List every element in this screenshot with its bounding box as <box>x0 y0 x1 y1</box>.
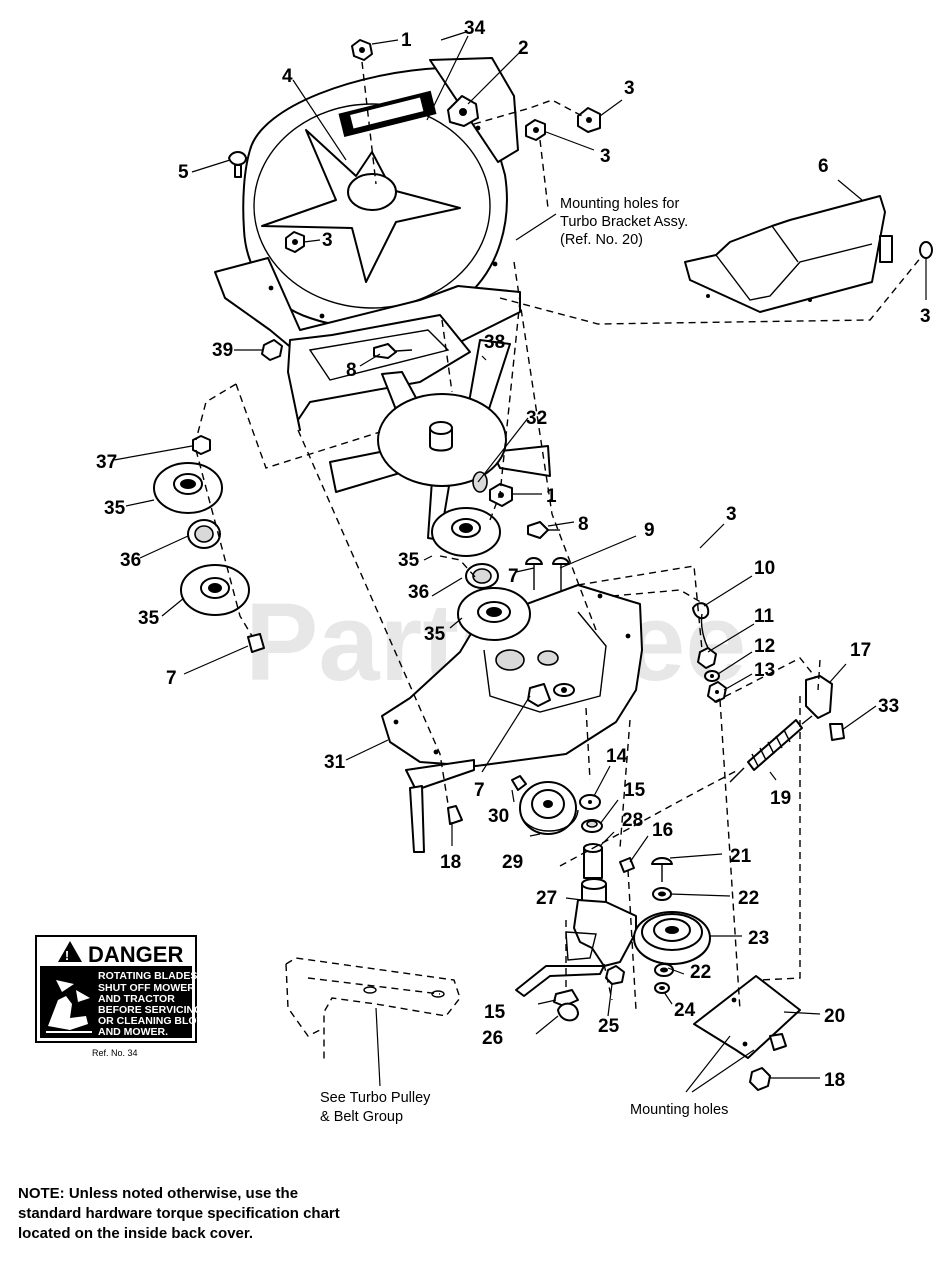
mounting-plate <box>381 584 643 853</box>
callout-7: 7 <box>166 668 177 689</box>
callout-3: 3 <box>600 146 611 167</box>
callout-3: 3 <box>920 306 931 327</box>
callout-39: 39 <box>212 340 233 361</box>
callout-25: 25 <box>598 1016 620 1037</box>
callout-26: 26 <box>482 1028 503 1049</box>
svg-text:!: ! <box>65 948 69 963</box>
diagram-notes: Mounting holes for Turbo Bracket Assy. (… <box>320 196 728 1125</box>
callout-14: 14 <box>606 746 628 767</box>
callout-18: 18 <box>824 1070 845 1091</box>
leader-lines <box>113 31 927 1093</box>
note-turbo-pulley-2: & Belt Group <box>320 1109 403 1125</box>
warning-triangle-icon <box>58 941 82 962</box>
idler-pulley-group <box>519 781 635 917</box>
left-bearing-group <box>153 435 265 653</box>
danger-line-1: ROTATING BLADES <box>98 970 197 982</box>
callout-10: 10 <box>754 558 775 579</box>
danger-line-4: BEFORE SERVICING <box>98 1004 202 1016</box>
callout-1: 1 <box>546 486 557 507</box>
impeller <box>329 339 551 541</box>
callout-2: 2 <box>518 38 529 59</box>
callout-34: 34 <box>464 18 486 39</box>
danger-title: DANGER <box>88 942 183 967</box>
danger-line-5: OR CLEANING BLOWER <box>98 1015 221 1027</box>
callout-36: 36 <box>408 582 429 603</box>
callout-22: 22 <box>738 888 759 909</box>
hardware-top <box>228 39 601 361</box>
callout-17: 17 <box>850 640 871 661</box>
callout-32: 32 <box>526 408 547 429</box>
callout-3: 3 <box>726 504 737 525</box>
hand-blade-icon <box>46 980 92 1033</box>
turbo-pulley-hardware <box>633 857 711 994</box>
danger-ref: Ref. No. 34 <box>92 1048 138 1058</box>
torque-note: NOTE: Unless noted otherwise, use the st… <box>18 1185 340 1242</box>
callout-18: 18 <box>440 852 461 873</box>
note-mounting-holes-turbo-3: (Ref. No. 20) <box>560 232 643 248</box>
callout-3: 3 <box>322 230 333 251</box>
callout-33: 33 <box>878 696 899 717</box>
callout-15: 15 <box>624 780 646 801</box>
idler-arm <box>515 899 637 1022</box>
turbo-bracket <box>693 975 801 1091</box>
callout-15: 15 <box>484 1002 506 1023</box>
callout-21: 21 <box>730 846 752 867</box>
note-mounting-holes: Mounting holes <box>630 1102 728 1118</box>
callout-22: 22 <box>690 962 711 983</box>
callout-24: 24 <box>674 1000 696 1021</box>
danger-line-2: SHUT OFF MOWER <box>98 982 195 994</box>
blower-housing <box>214 57 521 431</box>
callout-20: 20 <box>824 1006 845 1027</box>
callout-19: 19 <box>770 788 791 809</box>
danger-decal: ! DANGER ROTATING BLADES SHUT OFF MOWER … <box>35 935 221 1058</box>
note-mounting-holes-turbo-1: Mounting holes for <box>560 196 679 212</box>
dashed-assembly-lines <box>195 61 923 1011</box>
callout-35: 35 <box>104 498 126 519</box>
danger-line-6: AND MOWER. <box>98 1026 168 1038</box>
callout-4: 4 <box>282 66 293 87</box>
callout-38: 38 <box>484 332 505 353</box>
callout-36: 36 <box>120 550 141 571</box>
callout-1: 1 <box>401 30 412 51</box>
callout-7: 7 <box>508 566 519 587</box>
callout-27: 27 <box>536 888 557 909</box>
callout-6: 6 <box>818 156 829 177</box>
callout-16: 16 <box>652 820 673 841</box>
callout-5: 5 <box>178 162 189 183</box>
callout-13: 13 <box>754 660 775 681</box>
callout-35: 35 <box>138 608 160 629</box>
callout-29: 29 <box>502 852 523 873</box>
callout-9: 9 <box>644 520 655 541</box>
callout-28: 28 <box>622 810 643 831</box>
callout-11: 11 <box>754 606 775 627</box>
spring-bracket-group <box>692 602 845 783</box>
callout-35: 35 <box>424 624 446 645</box>
callout-37: 37 <box>96 452 117 473</box>
note-mounting-holes-turbo-2: Turbo Bracket Assy. <box>560 214 688 230</box>
callout-8: 8 <box>346 360 357 381</box>
callout-7: 7 <box>474 780 485 801</box>
callout-labels: 1 34 2 4 3 3 5 6 3 3 39 8 38 32 37 1 35 … <box>96 18 931 1091</box>
callout-30: 30 <box>488 806 509 827</box>
callout-8: 8 <box>578 514 589 535</box>
callout-35: 35 <box>398 550 420 571</box>
callout-3: 3 <box>624 78 635 99</box>
turbo-pulley-outline <box>285 957 461 1060</box>
note-turbo-pulley-1: See Turbo Pulley <box>320 1090 431 1106</box>
discharge-chute <box>684 195 933 313</box>
callout-31: 31 <box>324 752 346 773</box>
callout-12: 12 <box>754 636 775 657</box>
callout-23: 23 <box>748 928 769 949</box>
danger-line-3: AND TRACTOR <box>98 993 175 1005</box>
